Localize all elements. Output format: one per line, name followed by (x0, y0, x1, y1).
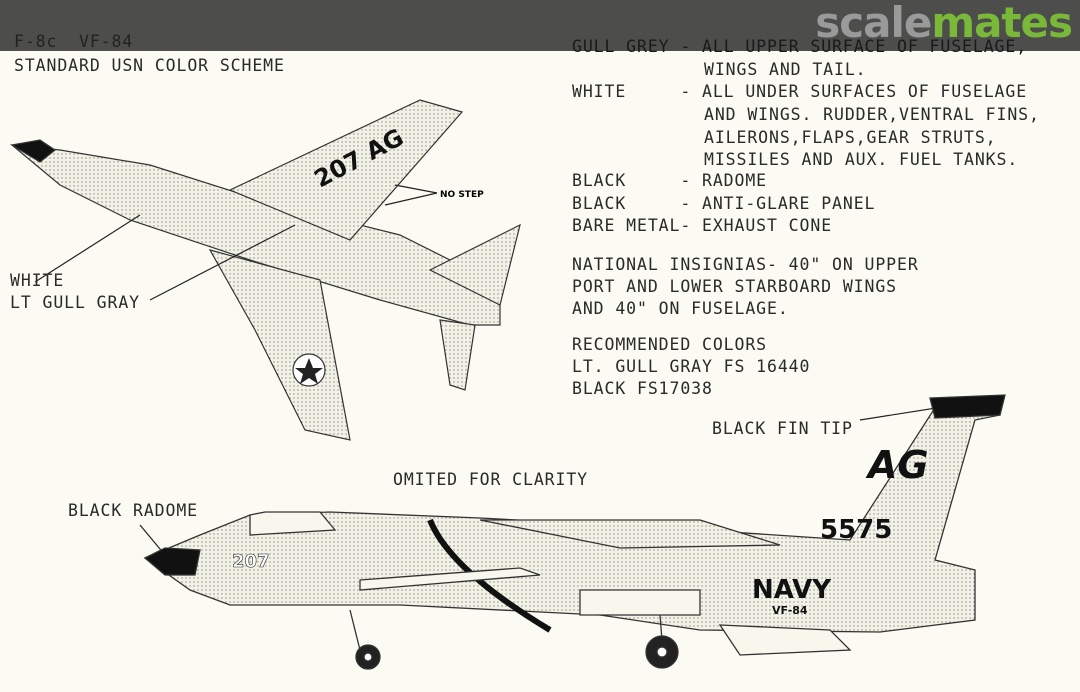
side-view-aircraft (143, 394, 1006, 670)
note-black-antiglare: BLACK - ANTI-GLARE PANEL (572, 194, 876, 213)
recommended-color: BLACK FS17038 (572, 379, 713, 398)
model-title: F-8c VF-84 (14, 32, 134, 51)
insignia-note: PORT AND LOWER STARBOARD WINGS (572, 277, 898, 296)
callout-white: WHITE (10, 271, 65, 290)
callout-lt-gull-gray: LT GULL GRAY (10, 293, 141, 312)
callout-omitted: OMITED FOR CLARITY (393, 470, 589, 489)
callout-black-fin-tip: BLACK FIN TIP (712, 419, 853, 438)
callout-black-radome: BLACK RADOME (68, 501, 199, 520)
recommended-colors-title: RECOMMENDED COLORS (572, 335, 768, 354)
callout-lines (34, 184, 956, 556)
no-step-label: NO STEP (440, 190, 484, 200)
bureau-number: 5575 (820, 515, 892, 545)
note-bare-metal: BARE METAL- EXHAUST CONE (572, 216, 833, 235)
wing-upper (228, 99, 464, 241)
note-line: AND WINGS. RUDDER,VENTRAL FINS, (704, 105, 1040, 124)
wing-lower (208, 249, 351, 441)
note-black-radome: BLACK - RADOME (572, 171, 768, 190)
insignia-note: NATIONAL INSIGNIAS- 40" ON UPPER (572, 255, 919, 274)
scheme-subtitle: STANDARD USN COLOR SCHEME (14, 56, 285, 75)
insignia-note: AND 40" ON FUSELAGE. (572, 299, 789, 318)
note-line: WINGS AND TAIL. (704, 60, 867, 79)
note-gull-grey: GULL GREY - ALL UPPER SURFACE OF FUSELAG… (572, 37, 1028, 56)
site-header-bar: scalemates (0, 0, 1080, 51)
top-view-aircraft (10, 99, 521, 441)
navy-marking: NAVY (752, 575, 832, 605)
unit-marking: VF-84 (772, 604, 808, 617)
note-line: MISSILES AND AUX. FUEL TANKS. (704, 150, 1019, 169)
scalemates-logo[interactable]: scalemates (815, 0, 1073, 47)
note-line: AILERONS,FLAPS,GEAR STRUTS, (704, 128, 997, 147)
tail-code-marking: AG (865, 443, 929, 487)
note-white: WHITE - ALL UNDER SURFACES OF FUSELAGE (572, 82, 1028, 101)
recommended-color: LT. GULL GRAY FS 16440 (572, 357, 811, 376)
modex-marking: 207 (232, 551, 270, 572)
